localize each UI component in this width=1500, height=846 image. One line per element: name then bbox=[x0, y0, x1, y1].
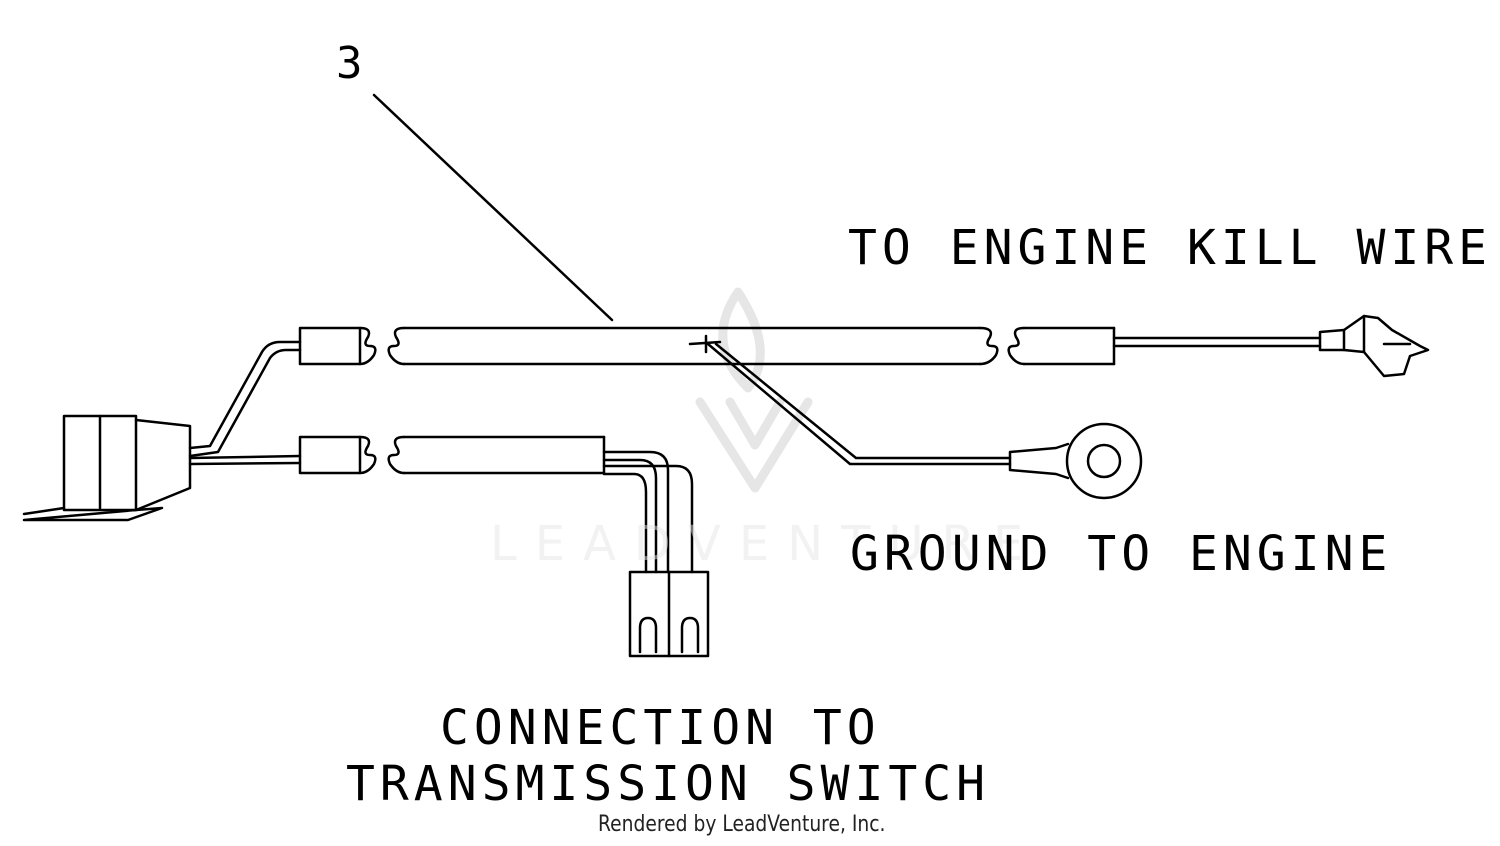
transmission-switch-plug bbox=[628, 570, 710, 658]
transmission-wires bbox=[602, 450, 694, 574]
label-connection-line2: TRANSMISSION SWITCH bbox=[346, 756, 991, 812]
left-connector bbox=[22, 414, 192, 522]
watermark-text: LEADVENTURE bbox=[490, 516, 1042, 572]
render-credit: Rendered by LeadVenture, Inc. bbox=[598, 812, 886, 837]
engine-kill-terminal bbox=[1112, 314, 1430, 378]
callout-number: 3 bbox=[336, 38, 363, 89]
upper-harness-sheath bbox=[298, 326, 1116, 366]
label-ground-to-engine: GROUND TO ENGINE bbox=[850, 526, 1393, 582]
callout-leader-line bbox=[372, 93, 614, 322]
label-connection-line1: CONNECTION TO bbox=[440, 700, 881, 756]
ground-wire-terminal bbox=[688, 334, 1143, 500]
lower-harness-sheath bbox=[298, 435, 606, 475]
watermark-logo bbox=[695, 287, 813, 493]
label-engine-kill-wire: TO ENGINE KILL WIRE bbox=[848, 220, 1493, 276]
connector-wires bbox=[188, 340, 302, 466]
